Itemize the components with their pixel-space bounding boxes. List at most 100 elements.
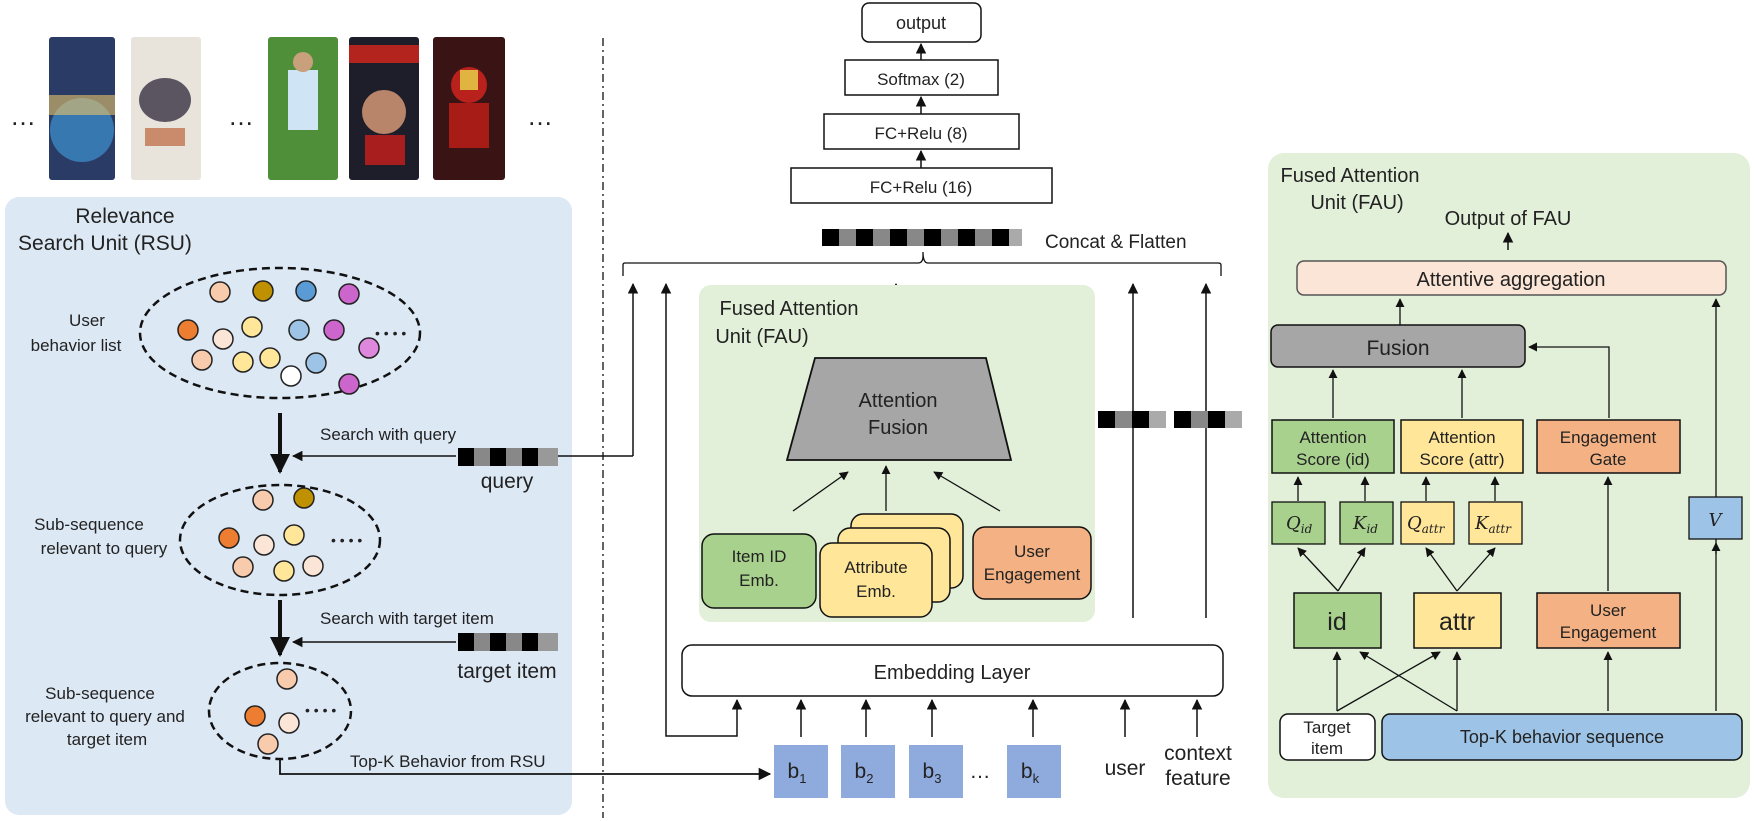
user-behavior-dots (177, 280, 380, 395)
target-item-box (1279, 713, 1376, 761)
subseq-both-dots (244, 668, 300, 755)
fau-detail-background (1268, 153, 1750, 798)
arrow-item-to-fusion (792, 471, 849, 512)
b2-subscript: 2 (866, 771, 873, 786)
ellipsis-middle: … (228, 101, 254, 131)
q-id-label: Q (1286, 513, 1301, 534)
attentive-aggregation-label: Attentive aggregation (1416, 269, 1605, 291)
b1-label: b (788, 760, 800, 783)
arrow-engagement-to-fusion (933, 471, 1001, 512)
subseq-query-more: • • • • (331, 532, 362, 548)
right-user-engagement-box (1536, 592, 1681, 649)
arrow-bottom-to-concat (660, 282, 738, 737)
attention-score-id-box (1271, 419, 1395, 474)
attention-score-attr-line2: Score (attr) (1419, 450, 1504, 469)
query-vector (458, 448, 558, 466)
engagement-gate-line2: Gate (1590, 450, 1627, 469)
center-user-engagement-box (972, 526, 1092, 600)
bk-subscript: k (1033, 771, 1040, 786)
user-behavior-label-line1: User (69, 311, 105, 330)
fau-detail-title-line1: Fused Attention (1281, 165, 1420, 187)
svg-text:Kid: Kid (1352, 513, 1378, 536)
subseq-query-dots (218, 487, 324, 582)
attentive-aggregation-box (1296, 260, 1727, 296)
fusion-box (1270, 324, 1526, 368)
right-user-engagement-line1: User (1590, 601, 1626, 620)
search-with-target-label: Search with target item (320, 609, 494, 628)
fau-detail-title-line2: Unit (FAU) (1310, 192, 1403, 214)
attention-fusion-line1: Attention (859, 390, 938, 412)
k-id-box (1339, 501, 1394, 545)
k-attr-subscript: attr (1488, 522, 1512, 536)
subseq-both-ellipse (207, 661, 353, 761)
user-vector (1098, 411, 1166, 428)
attr-box (1413, 592, 1502, 649)
ellipsis-right: … (527, 101, 553, 131)
context-feature-line1: context (1164, 742, 1232, 765)
subseq-both-more: • • • • (305, 702, 336, 718)
topk-sequence-label: Top-K behavior sequence (1460, 727, 1664, 747)
svg-text:Kattr: Kattr (1474, 513, 1512, 536)
rsu-panel: Relevance Search Unit (RSU) User behavio… (5, 197, 772, 815)
arrow-seq-to-id (1359, 651, 1458, 712)
softmax-label: Softmax (2) (877, 70, 965, 89)
fc8-box (823, 113, 1020, 150)
item-id-emb-line1: Item ID (732, 547, 787, 566)
arrow-attr-to-kattr (1456, 547, 1496, 592)
v-label: V (1709, 510, 1724, 531)
attr-label: attr (1439, 608, 1475, 636)
b1-box (774, 745, 828, 798)
svg-text:bk: bk (1021, 760, 1040, 786)
arrow-id-to-qid (1297, 547, 1339, 592)
fau-detail-panel: Fused Attention Unit (FAU) Output of FAU… (1268, 153, 1750, 798)
output-of-fau-label: Output of FAU (1445, 208, 1572, 230)
v-box (1688, 496, 1743, 540)
concat-flatten-label: Concat & Flatten (1045, 232, 1187, 253)
b3-subscript: 3 (934, 771, 941, 786)
subseq-both-label-line3: target item (67, 730, 147, 749)
attention-score-attr-box (1400, 419, 1524, 474)
fusion-label: Fusion (1366, 337, 1429, 360)
b1-subscript: 1 (799, 771, 806, 786)
fc8-label: FC+Relu (8) (874, 124, 967, 143)
q-attr-subscript: attr (1422, 522, 1446, 536)
arrow-gate-to-fusion (1528, 342, 1610, 418)
k-attr-box (1468, 501, 1523, 545)
engagement-gate-box (1536, 419, 1681, 474)
b3-label: b (923, 760, 935, 783)
subseq-both-label-line1: Sub-sequence (45, 684, 155, 703)
concat-brace (622, 251, 1222, 276)
attribute-emb-line1: Attribute (844, 558, 907, 577)
arrow-topk-to-b1 (279, 760, 772, 781)
user-behavior-more: • • • • (375, 325, 406, 341)
engagement-gate-line1: Engagement (1560, 428, 1657, 447)
target-item-vector (458, 633, 558, 651)
attention-score-id-line2: Score (id) (1296, 450, 1370, 469)
q-attr-box (1400, 501, 1455, 545)
arrow-id-to-kid (1337, 547, 1366, 592)
user-behavior-label-line2: behavior list (31, 336, 122, 355)
k-id-subscript: id (1366, 522, 1378, 536)
center-network: output Softmax (2) FC+Relu (8) FC+Relu (… (558, 2, 1242, 798)
arrow-target-to-attr (1336, 651, 1441, 712)
b3-box (909, 745, 963, 798)
q-attr-label: Q (1407, 513, 1422, 534)
attention-fusion-line2: Fusion (868, 417, 928, 439)
subseq-both-label-line2: relevant to query and (25, 707, 185, 726)
svg-text:b1: b1 (788, 760, 807, 786)
concat-vector (822, 229, 1022, 246)
attention-score-attr-line1: Attention (1428, 428, 1495, 447)
target-item-label: target item (457, 660, 556, 683)
center-fau-title-line1: Fused Attention (720, 298, 859, 320)
context-vector (1174, 411, 1242, 428)
svg-text:Qattr: Qattr (1407, 513, 1446, 536)
center-user-engagement-line2: Engagement (984, 565, 1081, 584)
topk-from-rsu-label: Top-K Behavior from RSU (350, 752, 546, 771)
svg-text:Qid: Qid (1286, 513, 1313, 536)
search-with-query-label: Search with query (320, 425, 457, 444)
embedding-layer-box (681, 644, 1224, 697)
output-label: output (896, 13, 946, 33)
bk-label: b (1021, 760, 1033, 783)
subseq-query-label-line2: relevant to query (41, 539, 168, 558)
